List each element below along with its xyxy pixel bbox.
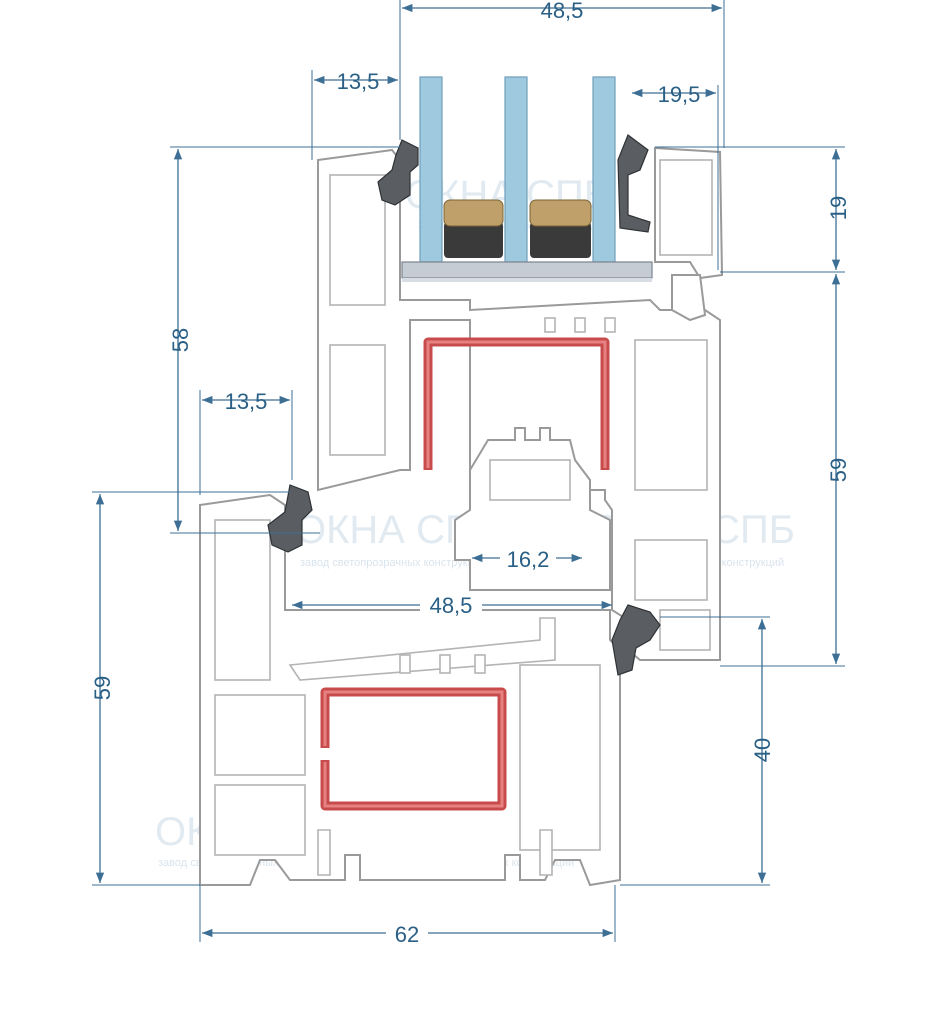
glass-pane-outer — [419, 76, 443, 263]
frame-foot — [539, 829, 553, 876]
sash-ridge — [544, 317, 556, 333]
frame-gasket-inner — [611, 604, 661, 676]
glass-pane-inner — [592, 76, 616, 263]
sash-chamber — [329, 344, 386, 456]
dim-mid-width-label: 48,5 — [430, 593, 473, 618]
frame-ridge — [399, 654, 411, 674]
glazing-block — [401, 261, 653, 279]
glazing-block-edge — [402, 278, 652, 282]
desiccant-spacer — [529, 199, 592, 227]
dim-core-width-label: 16,2 — [507, 547, 550, 572]
secondary-sealant — [530, 222, 591, 258]
bead-chamber — [659, 159, 713, 256]
glass-unit — [401, 76, 653, 282]
glass-gasket-outer — [377, 139, 419, 206]
sash-ridge — [574, 317, 586, 333]
sash-chamber — [634, 539, 708, 601]
frame-chamber — [214, 694, 306, 776]
dim-frame-height-left-label: 58 — [168, 328, 193, 352]
watermark-tagline: завод светопрозрачных конструкций — [300, 557, 486, 569]
dim-sash-face-height-label: 19 — [826, 196, 851, 220]
frame-chamber — [214, 784, 306, 856]
frame-chamber — [214, 519, 271, 681]
dim-glass-rebate-label: 13,5 — [337, 69, 380, 94]
sash-chamber — [659, 609, 711, 651]
frame-ridge — [474, 654, 486, 674]
frame-gasket-outer — [267, 484, 313, 553]
desiccant-spacer — [443, 199, 504, 227]
glass-pane-middle — [504, 76, 528, 263]
frame-ridge — [439, 654, 451, 674]
dim-frame-height-bottom-label: 59 — [90, 676, 115, 700]
dim-sash-inner-height-label: 59 — [826, 458, 851, 482]
gaskets — [267, 134, 661, 676]
sash-chamber — [634, 339, 708, 491]
dim-bead-width-label: 19,5 — [658, 82, 701, 107]
sash-core-chamber — [489, 459, 571, 501]
frame-foot — [317, 829, 331, 876]
sash-chamber — [329, 174, 386, 306]
dim-right-lower-height-label: 40 — [750, 738, 775, 762]
bead-clip — [671, 274, 707, 322]
dimensions: 48,5 13,5 19,5 19 59 58 13,5 59 — [90, 0, 851, 947]
dim-sash-rebate-label: 13,5 — [225, 389, 268, 414]
frame-chamber — [519, 664, 601, 851]
dim-top-width-label: 48,5 — [541, 0, 584, 23]
sash-steel-highlight — [426, 340, 607, 468]
sash-ridge — [604, 317, 616, 333]
frame-steel-highlight — [323, 690, 504, 808]
frame-web — [288, 617, 556, 681]
frame-profile — [199, 493, 621, 887]
dim-bottom-width-label: 62 — [395, 922, 419, 947]
glass-gasket-inner — [617, 134, 651, 233]
secondary-sealant — [444, 222, 503, 258]
